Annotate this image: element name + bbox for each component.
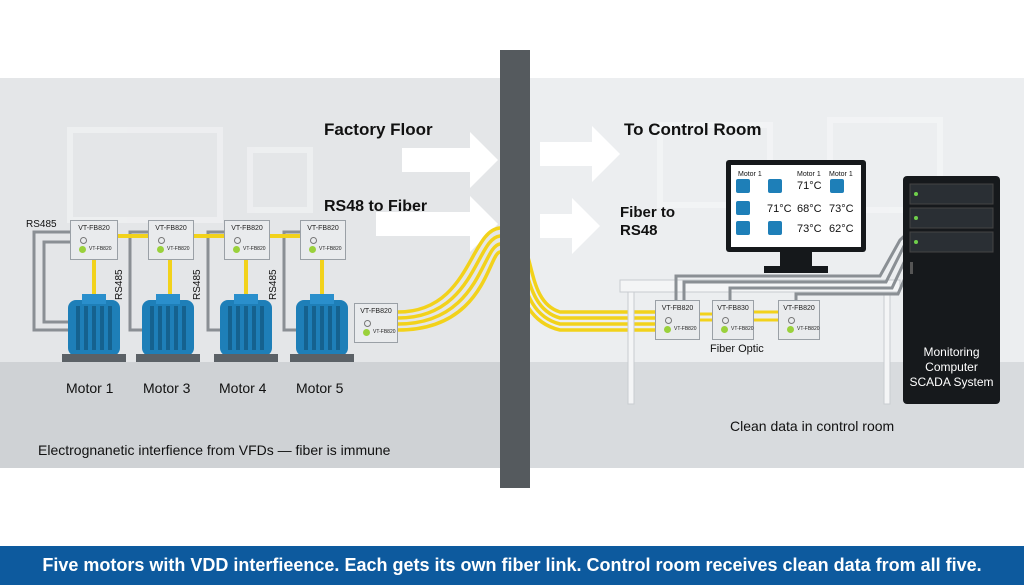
- monitor-motor-icon-5: [736, 221, 750, 235]
- monitor-reading-6: 62°C: [829, 223, 854, 235]
- motor-label-4: Motor 5: [296, 380, 344, 396]
- converter-control-3-sub: VT-FB820: [797, 326, 820, 332]
- monitor: [726, 160, 866, 273]
- fiber-optic-label: Fiber Optic: [710, 343, 764, 355]
- dividing-wall: [500, 50, 530, 488]
- server-rack: [903, 176, 1000, 404]
- converter-control-2-indicator: [722, 317, 729, 324]
- monitor-reading-2: 71°C: [767, 203, 792, 215]
- monitor-header-2: Motor 1: [797, 171, 821, 178]
- converter-3-sub: VT-FB820: [243, 246, 266, 252]
- rs485-label-3: RS485: [268, 269, 279, 300]
- converter-control-2-model: VT-FB830: [717, 305, 749, 312]
- arrow-factory-1: [402, 132, 498, 188]
- factory-floor-heading: Factory Floor: [324, 120, 433, 139]
- converter-1-indicator: [80, 237, 87, 244]
- converter-3-led: [233, 246, 240, 253]
- converter-control-2-led: [721, 326, 728, 333]
- clean-data-label: Clean data in control room: [730, 418, 895, 434]
- converter-fiber-out-led: [363, 329, 370, 336]
- motor-1: [62, 294, 126, 362]
- monitor-reading-5: 73°C: [797, 223, 822, 235]
- converter-control-1-led: [664, 326, 671, 333]
- converter-control-3-indicator: [788, 317, 795, 324]
- converter-2-sub: VT-FB820: [167, 246, 190, 252]
- converter-fiber-out-sub: VT-FB820: [373, 329, 396, 335]
- monitor-motor-icon-2: [768, 179, 782, 193]
- motor-label-1: Motor 1: [66, 380, 114, 396]
- converter-motor-links: [92, 234, 324, 300]
- monitor-header-3: Motor 1: [829, 171, 853, 178]
- converter-control-2-sub: VT-FB820: [731, 326, 754, 332]
- motor-label-3: Motor 4: [219, 380, 267, 396]
- control-fiber-links: [700, 310, 778, 322]
- monitor-motor-icon-4: [736, 201, 750, 215]
- converter-fiber-out-indicator: [364, 320, 371, 327]
- caption-bar: Five motors with VDD interfieence. Each …: [0, 546, 1024, 585]
- fiber-to-rs48-line1: Fiber to: [620, 204, 675, 221]
- motor-label-2: Motor 3: [143, 380, 191, 396]
- monitor-motor-icon-1: [736, 179, 750, 193]
- motor-3: [214, 294, 278, 362]
- server-label-line1: Monitoring: [923, 345, 980, 359]
- flow-arrows: [376, 126, 620, 254]
- converter-3-indicator: [234, 237, 241, 244]
- converter-control-3-model: VT-FB820: [783, 305, 815, 312]
- converter-control-1-sub: VT-FB820: [674, 326, 697, 332]
- rs485-cables: [32, 230, 300, 332]
- server-label-line3: SCADA System: [909, 375, 994, 389]
- converter-fiber-out-model: VT-FB820: [360, 308, 392, 315]
- arrow-control-2: [540, 198, 600, 254]
- converter-2-led: [157, 246, 164, 253]
- converter-4-sub: VT-FB820: [319, 246, 342, 252]
- monitor-motor-icon-6: [768, 221, 782, 235]
- motor-4: [290, 294, 354, 362]
- caption-text: Five motors with VDD interfieence. Each …: [42, 555, 982, 575]
- converter-control-1-indicator: [665, 317, 672, 324]
- fiber-to-rs48-line2: RS48: [620, 222, 658, 239]
- motor-2: [136, 294, 200, 362]
- converter-control-1-model: VT-FB820: [661, 305, 694, 312]
- converter-1-model: VT-FB820: [78, 225, 110, 232]
- arrow-control-1: [540, 126, 620, 182]
- arrow-factory-2: [376, 196, 498, 252]
- converter-4-model: VT-FB820: [307, 225, 339, 232]
- converter-3-model: VT-FB820: [231, 225, 263, 232]
- converter-1-sub: VT-FB820: [89, 246, 112, 252]
- monitor-reading-4: 73°C: [829, 203, 854, 215]
- converter-4-led: [309, 246, 316, 253]
- rs485-label-top: RS485: [26, 219, 57, 230]
- rs48-to-fiber-heading: RS48 to Fiber: [324, 198, 428, 215]
- converter-2-indicator: [158, 237, 165, 244]
- rs485-label-2: RS485: [192, 269, 203, 300]
- server-label-line2: Computer: [925, 360, 978, 374]
- motors: [62, 294, 354, 362]
- emi-note: Electrognanetic interfience from VFDs — …: [38, 442, 391, 458]
- to-control-room-heading: To Control Room: [624, 120, 762, 139]
- monitor-header-1: Motor 1: [738, 171, 762, 178]
- factory-floor-band: [0, 362, 500, 468]
- converter-control-3-led: [787, 326, 794, 333]
- converter-2-model: VT-FB820: [155, 225, 187, 232]
- converter-4-indicator: [310, 237, 317, 244]
- monitor-reading-3: 68°C: [797, 203, 822, 215]
- converter-1-led: [79, 246, 86, 253]
- monitor-motor-icon-3: [830, 179, 844, 193]
- monitor-reading-1: 71°C: [797, 180, 822, 192]
- rs485-label-1: RS485: [114, 269, 125, 300]
- server-label: Monitoring Computer SCADA System: [903, 345, 1000, 390]
